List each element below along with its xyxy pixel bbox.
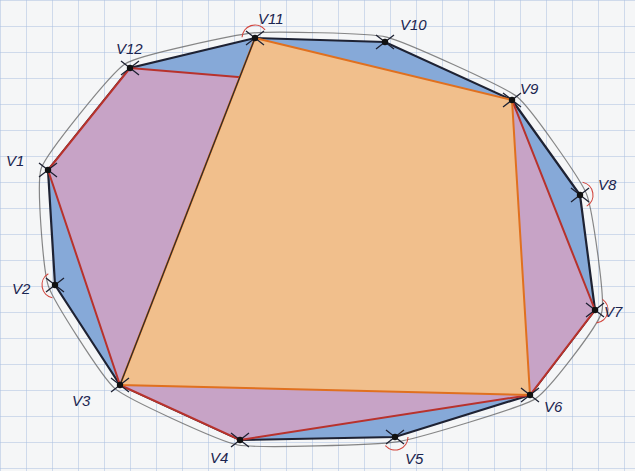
pencil-outline (39, 32, 602, 446)
orange-quadrilateral (120, 38, 530, 395)
vertex-label: V4 (210, 449, 228, 466)
vertex-label: V6 (544, 398, 562, 415)
vertex-label: V1 (6, 152, 24, 169)
edge-line (120, 38, 255, 385)
vertex-mark (586, 303, 604, 317)
vertex-label: V5 (405, 450, 423, 467)
angle-arc (583, 182, 593, 206)
vertex-label: V7 (604, 303, 622, 320)
vertex-label: V9 (520, 80, 538, 97)
vertex-mark (571, 188, 589, 202)
vertex-mark (46, 278, 64, 292)
vertex-label: V3 (72, 392, 90, 409)
vertex-mark (111, 378, 129, 392)
outer-polygon (48, 38, 595, 440)
vertex-mark (246, 31, 264, 45)
angle-arc (385, 437, 408, 450)
vertex-label: V11 (258, 10, 284, 27)
vertex-mark (503, 93, 521, 107)
vertex-mark (121, 61, 139, 75)
vertex-mark (231, 433, 249, 447)
vertex-label: V8 (598, 176, 616, 193)
vertex-mark (386, 430, 404, 444)
vertex-label: V12 (116, 40, 143, 57)
vertex-mark (39, 163, 57, 177)
vertex-mark (521, 388, 539, 402)
vertex-mark (376, 35, 394, 49)
angle-arc (42, 274, 52, 298)
vertex-label: V10 (400, 16, 427, 33)
vertex-label: V2 (12, 280, 30, 297)
